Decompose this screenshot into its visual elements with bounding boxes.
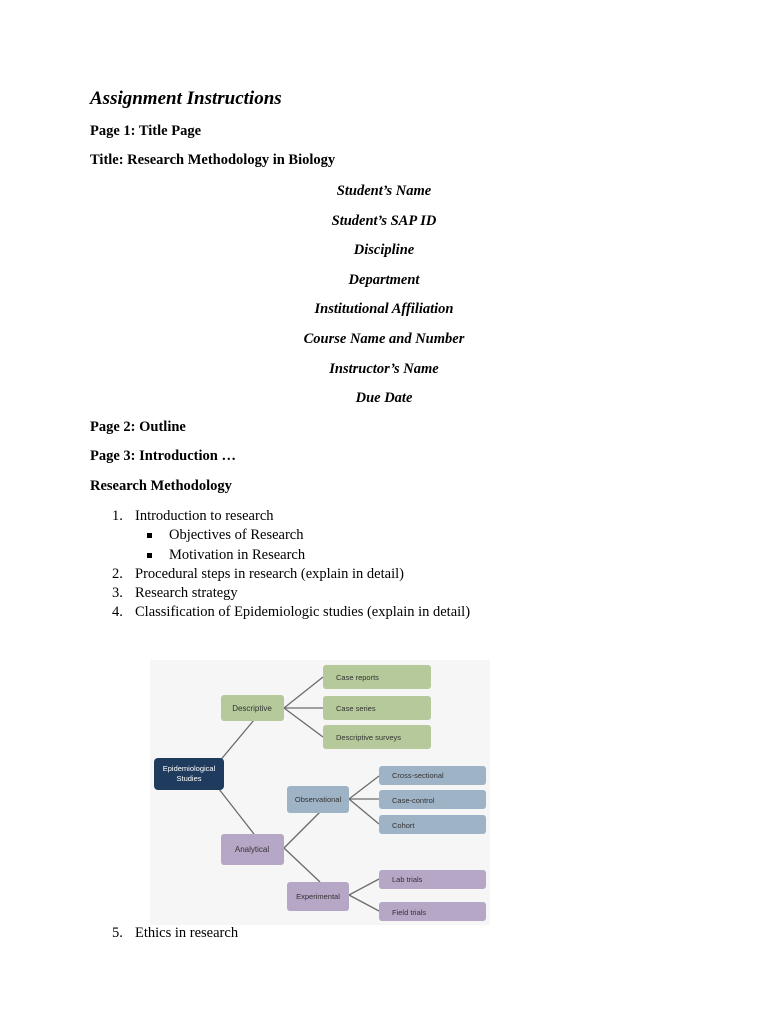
list-number: 5. [112, 925, 123, 941]
list-item: 5. Ethics in research [90, 924, 238, 943]
title-page-fields: Student’s Name Student’s SAP ID Discipli… [0, 181, 768, 418]
case-control-node [379, 790, 486, 809]
descriptive-surveys-node [323, 725, 431, 749]
title-page-line: Institutional Affiliation [314, 301, 454, 318]
case-reports-label: Case reports [336, 673, 379, 682]
list-text: Ethics in research [135, 925, 239, 941]
page2-heading: Page 2: Outline [90, 419, 186, 435]
analytical-node [221, 834, 284, 865]
sub-list-item: Objectives of Research [90, 526, 470, 545]
title-page-line: Department [348, 271, 420, 288]
list-item: 4. Classification of Epidemiologic studi… [90, 603, 470, 622]
page3-heading: Page 3: Introduction … [90, 448, 236, 464]
lab-trials-node [379, 870, 486, 889]
methodology-list: 1. Introduction to research Objectives o… [90, 507, 470, 623]
list-text: Introduction to research [135, 508, 274, 524]
root-label-line2: Studies [176, 774, 201, 783]
square-bullet-icon [147, 552, 152, 558]
title-line: Title: Research Methodology in Biology [90, 152, 336, 168]
list-item: 2. Procedural steps in research (explain… [90, 565, 470, 584]
case-reports-node [323, 665, 431, 689]
descriptive-surveys-label: Descriptive surveys [336, 733, 401, 742]
title-page-line: Due Date [355, 390, 413, 407]
list-number: 4. [112, 604, 123, 621]
observational-label: Observational [295, 795, 342, 804]
list-number: 1. [112, 508, 123, 524]
lab-trials-label: Lab trials [392, 875, 423, 884]
list-number: 3. [112, 585, 123, 602]
cross-sectional-node [379, 766, 486, 785]
list-item: 3. Research strategy [90, 584, 470, 603]
methodology-list-continued: 5. Ethics in research [90, 924, 238, 943]
root-label-line1: Epidemiological [163, 764, 216, 773]
observational-node [287, 786, 349, 813]
field-trials-node [379, 902, 486, 921]
page1-heading: Page 1: Title Page [90, 123, 202, 139]
case-control-label: Case-control [392, 796, 435, 805]
list-item: 1. Introduction to research [90, 507, 470, 526]
sub-list-text: Objectives of Research [169, 527, 304, 544]
list-text: Research strategy [135, 585, 238, 602]
analytical-label: Analytical [235, 845, 269, 854]
field-trials-label: Field trials [392, 908, 426, 917]
case-series-node [323, 696, 431, 720]
title-page-line: Instructor’s Name [329, 360, 439, 377]
descriptive-label: Descriptive [232, 704, 272, 713]
section-heading: Research Methodology [90, 478, 232, 494]
case-series-label: Case series [336, 704, 376, 713]
list-text: Classification of Epidemiologic studies … [135, 604, 471, 621]
cohort-node [379, 815, 486, 834]
sub-list-text: Motivation in Research [169, 546, 306, 563]
title-page-line: Student’s Name [336, 183, 432, 199]
cross-sectional-label: Cross-sectional [392, 771, 444, 780]
epidemiology-diagram: Epidemiological Studies Descriptive Case… [150, 660, 490, 925]
title-page-line: Course Name and Number [303, 330, 465, 347]
square-bullet-icon [147, 533, 152, 539]
sub-list-item: Motivation in Research [90, 546, 470, 565]
title-page-line: Discipline [353, 242, 415, 259]
root-node [154, 758, 224, 790]
diagram-svg: Epidemiological Studies Descriptive Case… [154, 665, 486, 921]
experimental-node [287, 882, 349, 911]
cohort-label: Cohort [392, 821, 415, 830]
list-text: Procedural steps in research (explain in… [135, 565, 404, 582]
list-number: 2. [112, 565, 123, 582]
title-page-line: Student’s SAP ID [331, 212, 437, 229]
document-title: Assignment Instructions [90, 88, 282, 109]
experimental-label: Experimental [296, 892, 340, 901]
descriptive-node [221, 695, 284, 721]
